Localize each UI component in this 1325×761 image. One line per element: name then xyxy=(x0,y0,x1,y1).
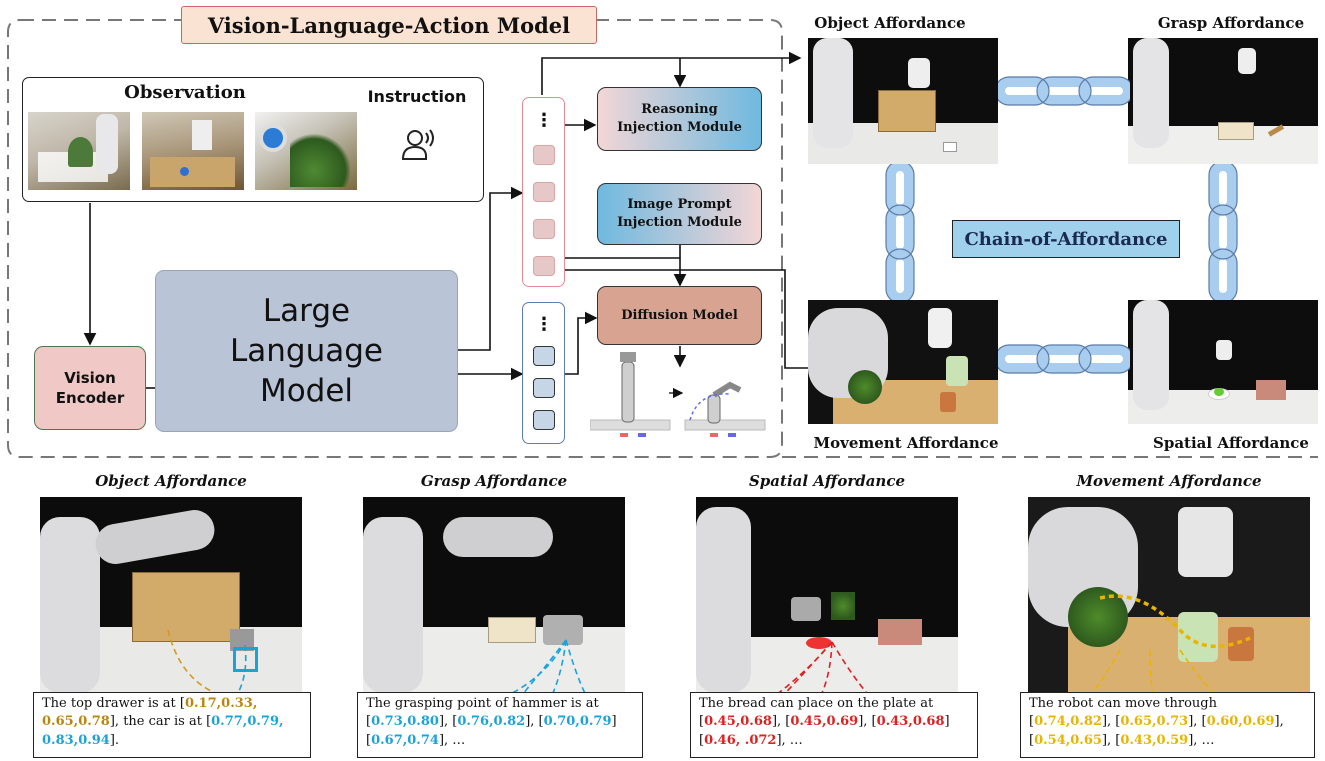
coordinate-value: 0.17,0.33, xyxy=(184,696,258,711)
movement-affordance-text: The robot can move through[0.74,0.82], [… xyxy=(1029,696,1284,748)
grasp-affordance-textbox: The grasping point of hammer is at [0.73,… xyxy=(357,692,643,758)
reasoning-token-column xyxy=(522,97,565,287)
image-prompt-injection-module: Image Prompt Injection Module xyxy=(597,183,762,245)
reasoning-token xyxy=(533,182,555,202)
coordinate-value: 0.70,0.79 xyxy=(543,714,612,730)
chain-link-bottom xyxy=(998,344,1130,374)
bottom-title-grasp: Grasp Affordance xyxy=(420,472,568,490)
reasoning-injection-module: Reasoning Injection Module xyxy=(597,87,762,151)
object-affordance-text: The top drawer is at [0.17,0.33, 0.65,0.7… xyxy=(42,696,284,748)
spatial-affordance-example-photo xyxy=(696,497,958,693)
spatial-affordance-photo xyxy=(1128,300,1318,424)
vision-encoder-box: Vision Encoder xyxy=(34,346,146,430)
action-token xyxy=(533,410,555,430)
observation-image-1 xyxy=(28,112,130,190)
object-affordance-textbox: The top drawer is at [0.17,0.33, 0.65,0.7… xyxy=(33,692,311,758)
text-fragment: ], [ xyxy=(438,714,458,730)
text-fragment: ], [ xyxy=(525,714,544,730)
top-diagram-lines xyxy=(7,19,1318,458)
bottom-title-spatial: Spatial Affordance xyxy=(748,472,906,490)
text-fragment: [ xyxy=(1029,714,1035,730)
bottom-title-movement: Movement Affordance xyxy=(1076,472,1262,490)
coordinate-value: 0.67,0.74 xyxy=(371,732,439,748)
observation-label: Observation xyxy=(124,82,246,103)
object-affordance-example-photo xyxy=(40,497,302,693)
movement-affordance-photo xyxy=(808,300,998,424)
text-fragment: ], the car is at [ xyxy=(109,714,212,730)
corner-caption-grasp: Grasp Affordance xyxy=(1157,14,1305,32)
vla-title: Vision-Language-Action Model xyxy=(207,12,571,38)
coordinate-value: 0.60,0.69 xyxy=(1206,714,1275,730)
coordinate-value: 0.45,0.69 xyxy=(790,714,859,730)
observation-image-3 xyxy=(255,112,357,190)
grasp-affordance-text: The grasping point of hammer is at [0.73,… xyxy=(366,696,617,748)
chain-link-top xyxy=(998,76,1130,106)
text-fragment: ], [ xyxy=(771,714,791,730)
text-fragment: [ xyxy=(366,732,372,748)
reasoning-token xyxy=(533,145,555,165)
text-fragment: ] xyxy=(944,714,950,730)
coordinate-value: 0.43,0.68 xyxy=(876,714,945,730)
action-token-column xyxy=(522,302,565,444)
corner-caption-spatial: Spatial Affordance xyxy=(1153,434,1309,452)
vla-frame-dashed xyxy=(7,19,783,458)
coordinate-value: 0.65,0.78 xyxy=(42,714,110,730)
coordinate-value: 0.73,0.80 xyxy=(371,714,439,730)
diffusion-model-box: Diffusion Model xyxy=(597,286,762,345)
reasoning-token xyxy=(533,219,555,239)
action-token xyxy=(533,346,555,366)
coordinate-value: 0.65,0.73 xyxy=(1120,714,1189,730)
text-fragment: The grasping point of hammer is at xyxy=(366,696,599,711)
coordinate-value: 0.77,0.79, xyxy=(211,714,284,730)
grasp-affordance-photo xyxy=(1128,38,1318,164)
coordinate-value: 0.45,0.68 xyxy=(704,714,772,730)
action-token xyxy=(533,378,555,398)
text-fragment: ], [ xyxy=(1101,732,1121,748)
text-fragment: ], … xyxy=(438,732,466,748)
spatial-affordance-text: The bread can place on the plate at [0.45… xyxy=(699,696,950,748)
user-voice-icon xyxy=(401,129,434,160)
text-fragment: ], xyxy=(1274,714,1284,730)
spatial-affordance-textbox: The bread can place on the plate at [0.45… xyxy=(690,692,978,758)
reasoning-token xyxy=(533,256,555,276)
text-fragment: ]. xyxy=(109,732,120,748)
text-fragment: The top drawer is at [ xyxy=(42,696,185,711)
object-affordance-photo xyxy=(808,38,998,164)
text-fragment: The bread can place on the plate at xyxy=(699,696,934,711)
movement-affordance-textbox: The robot can move through[0.74,0.82], [… xyxy=(1020,692,1315,758)
text-fragment: ], … xyxy=(1188,732,1215,748)
coordinate-value: 0.46, .072 xyxy=(704,732,777,748)
text-fragment: ], [ xyxy=(1188,714,1207,730)
corner-caption-object: Object Affordance xyxy=(814,14,966,32)
bottom-title-object: Object Affordance xyxy=(95,472,247,490)
robot-arm-sketch xyxy=(590,352,766,437)
coordinate-value: 0.76,0.82 xyxy=(457,714,526,730)
text-fragment: ], [ xyxy=(858,714,877,730)
text-fragment: [ xyxy=(1029,732,1035,748)
coordinate-value: 0.74,0.82 xyxy=(1034,714,1102,730)
text-fragment: [ xyxy=(366,714,372,730)
chain-of-affordance-label: Chain-of-Affordance xyxy=(952,220,1180,258)
token-ellipsis-2: ⋮ xyxy=(535,314,553,335)
coordinate-value: 0.54,0.65 xyxy=(1034,732,1102,748)
large-language-model-box: Large Language Model xyxy=(155,270,458,432)
observation-image-2 xyxy=(142,112,244,190)
text-fragment: ] xyxy=(611,714,617,730)
text-fragment: ], … xyxy=(776,732,803,748)
text-fragment: The robot can move through xyxy=(1029,696,1217,711)
vla-title-banner: Vision-Language-Action Model xyxy=(181,6,597,44)
chain-link-right xyxy=(1208,164,1238,300)
text-fragment: ], [ xyxy=(1101,714,1121,730)
grasp-affordance-example-photo xyxy=(363,497,625,693)
chain-link-left xyxy=(885,164,915,300)
corner-caption-movement: Movement Affordance xyxy=(813,434,999,452)
instruction-label: Instruction xyxy=(367,87,467,106)
token-ellipsis-1: ⋮ xyxy=(535,110,553,131)
coordinate-value: 0.43,0.59 xyxy=(1120,732,1189,748)
text-fragment: [ xyxy=(699,714,705,730)
text-fragment: [ xyxy=(699,732,705,748)
coordinate-value: 0.83,0.94 xyxy=(42,732,110,748)
